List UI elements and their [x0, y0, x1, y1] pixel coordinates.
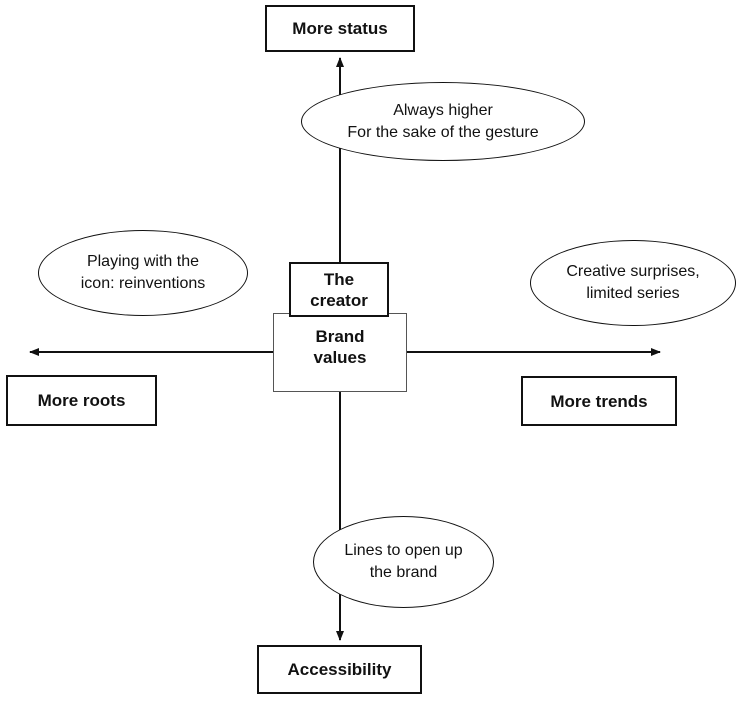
- axis-label-text: More trends: [550, 391, 648, 411]
- the-creator-box: The creator: [289, 262, 389, 317]
- note-playing-with-icon: Playing with the icon: reinventions: [38, 230, 248, 316]
- axis-label-text: Accessibility: [287, 660, 392, 679]
- axis-label-more-status: More status: [265, 5, 415, 52]
- axis-label-accessibility: Accessibility: [257, 645, 422, 694]
- note-always-higher: Always higher For the sake of the gestur…: [301, 82, 585, 161]
- axis-label-more-roots: More roots: [6, 375, 157, 426]
- note-text: Creative surprises, limited series: [566, 263, 700, 302]
- axis-label-text: More roots: [37, 391, 126, 410]
- note-text: Always higher For the sake of the gestur…: [347, 101, 539, 141]
- the-creator-label: The creator: [310, 269, 368, 310]
- note-lines-to-open-up: Lines to open up the brand: [313, 516, 494, 608]
- brand-values-label: Brand values: [313, 326, 367, 367]
- axis-label-text: More status: [292, 19, 388, 38]
- brand-values-box: Brand values: [273, 313, 407, 392]
- axis-label-more-trends: More trends: [521, 376, 677, 426]
- note-text: Playing with the icon: reinventions: [80, 253, 206, 292]
- note-text: Lines to open up the brand: [344, 542, 463, 581]
- note-creative-surprises: Creative surprises, limited series: [530, 240, 736, 326]
